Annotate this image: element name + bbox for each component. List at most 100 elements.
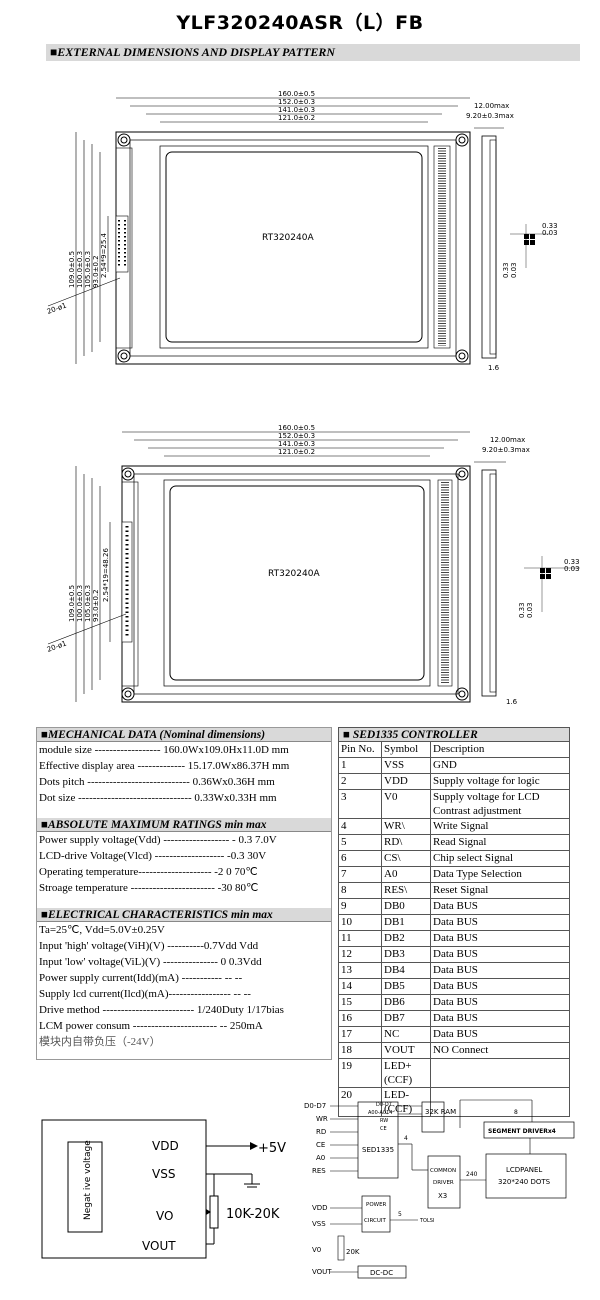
col-header: Description — [430, 741, 570, 758]
mechanical-row: Effective display area ------------- 15.… — [39, 760, 290, 772]
dim-side-1: 109.0±0.5 — [68, 585, 76, 622]
dim-side-3: 105.0±0.3 — [84, 585, 92, 622]
pin-desc: Data BUS — [430, 946, 570, 963]
absolute-row: LCD-drive Voltage(Vlcd) ----------------… — [39, 850, 267, 862]
pin-no: 2 — [338, 773, 382, 790]
depth-max-label: 12.00max — [474, 102, 509, 110]
dot-width-label: 0.33 — [564, 558, 580, 566]
bus-ce: CE — [380, 1126, 387, 1132]
n8-label: 8 — [514, 1109, 518, 1116]
pin-desc — [430, 1087, 570, 1117]
pin-no: 4 — [338, 818, 382, 835]
dot-gap2-label: 0.03 — [526, 602, 534, 618]
dim-pin-pitch: 2.54*19=48.26 — [102, 548, 110, 602]
vout-label: VOUT — [142, 1239, 176, 1253]
segment-driver-label: SEGMENT DRIVERx4 — [488, 1128, 556, 1135]
n4-label: 4 — [404, 1135, 408, 1142]
pin-desc: Data Type Selection — [430, 866, 570, 883]
dot-detail-1: 0.33 0.03 0.33 0.03 — [502, 222, 558, 278]
pin-symbol: LED+(CCF) — [381, 1058, 431, 1088]
pin-no: 12 — [338, 946, 382, 963]
pin-no: 5 — [338, 834, 382, 851]
pin-symbol: VOUT — [381, 1042, 431, 1059]
pin-symbol: DB1 — [381, 914, 431, 931]
pin-desc: Data BUS — [430, 1026, 570, 1043]
pin-no: 8 — [338, 882, 382, 899]
electrical-row: Input 'high' voltage(ViH)(V) ----------0… — [39, 940, 259, 952]
absolute-row: Operating temperature-------------------… — [39, 866, 258, 878]
pin-symbol: NC — [381, 1026, 431, 1043]
negative-voltage-label: Negat ive voltage — [83, 1140, 93, 1220]
dim-top-3: 141.0±0.3 — [278, 440, 315, 448]
dim-side-4: 93.0±0.2 — [92, 255, 100, 288]
pin-header-2 — [121, 521, 133, 643]
edge-label: 1.6 — [506, 698, 518, 706]
vdd-label: VDD — [152, 1139, 179, 1153]
n240-label: 240 — [466, 1171, 478, 1178]
lcd-panel-label: LCDPANEL — [506, 1166, 542, 1174]
plus5v-label: +5V — [258, 1141, 286, 1156]
pot-20k-label: 20K — [346, 1248, 360, 1256]
electrical-row: Drive method ------------------------- 1… — [39, 1004, 284, 1016]
bottom-in-vss: VSS — [312, 1220, 326, 1228]
bottom-in-vdd: VDD — [312, 1204, 328, 1212]
absolute-row: Power supply voltage(Vdd) --------------… — [39, 834, 277, 846]
pin-symbol: V0 — [381, 789, 431, 819]
pin-desc: Read Signal — [430, 834, 570, 851]
dot-gap2-label: 0.03 — [510, 262, 518, 278]
pin-symbol: VSS — [381, 757, 431, 774]
tols-label: TOLSI — [419, 1218, 434, 1224]
controller-chip-label: SED1335 — [362, 1146, 394, 1154]
hole-label: 20-ø1 — [46, 301, 68, 315]
pin-desc: Reset Signal — [430, 882, 570, 899]
hole-label: 20-ø1 — [46, 639, 68, 653]
block-diagram: D0-D7 WR RD CE A0 RES SED1335 D0-D7 A00-… — [304, 1099, 575, 1279]
pin-symbol: DB4 — [381, 962, 431, 979]
mechanical-row: Dots pitch ---------------------------- … — [39, 776, 275, 788]
bus-addr: A00-A014 — [368, 1110, 392, 1116]
mechanical-row: Dot size -------------------------------… — [39, 792, 277, 804]
dcdc-label: DC-DC — [370, 1269, 393, 1277]
electrical-header: ■ELECTRICAL CHARACTERISTICS min max — [37, 908, 331, 922]
dot-height-label: 0.33 — [502, 262, 510, 278]
controller-header: ■ SED1335 CONTROLLER — [338, 727, 570, 741]
dim-top-2: 152.0±0.3 — [278, 432, 315, 440]
bus-rw: RW — [380, 1118, 388, 1124]
pin-no: 7 — [338, 866, 382, 883]
power-circuit-diagram: Negat ive voltage VDD VSS VO VOUT +5V 10… — [41, 1119, 286, 1259]
vss-label: VSS — [152, 1167, 175, 1181]
electrical-row: Input 'low' voltage(ViL)(V) ------------… — [39, 956, 262, 968]
table-header-row: Pin No. Symbol Description — [338, 741, 570, 758]
pot-label: 10K-20K — [226, 1207, 280, 1222]
pin-no: 11 — [338, 930, 382, 947]
pin-no: 10 — [338, 914, 382, 931]
dim-side-3: 105.0±0.3 — [84, 251, 92, 288]
input-wr: WR — [316, 1115, 328, 1123]
absolute-header: ■ABSOLUTE MAXIMUM RATINGS min max — [37, 818, 331, 832]
dim-top-4: 121.0±0.2 — [278, 114, 315, 122]
dot-gap-label: 0.03 — [542, 229, 558, 237]
display-model-label: RT320240A — [268, 569, 320, 579]
input-a0: A0 — [316, 1154, 325, 1162]
pin-no: 15 — [338, 994, 382, 1011]
input-ce: CE — [316, 1141, 325, 1149]
electrical-row: LCM power consum -----------------------… — [39, 1020, 263, 1032]
controller-panel: ■ SED1335 CONTROLLER Pin No. Symbol Desc… — [338, 727, 570, 1117]
col-header: Pin No. — [338, 741, 382, 758]
dot-width-label: 0.33 — [542, 222, 558, 230]
pin-no: 19 — [338, 1058, 382, 1088]
negative-voltage-note: 模块内自带负压（-24V） — [39, 1036, 161, 1048]
electrical-row: Ta=25℃, Vdd=5.0V±0.25V — [39, 924, 165, 936]
pin-symbol: VDD — [381, 773, 431, 790]
common-driver-label-3: X3 — [438, 1192, 447, 1200]
